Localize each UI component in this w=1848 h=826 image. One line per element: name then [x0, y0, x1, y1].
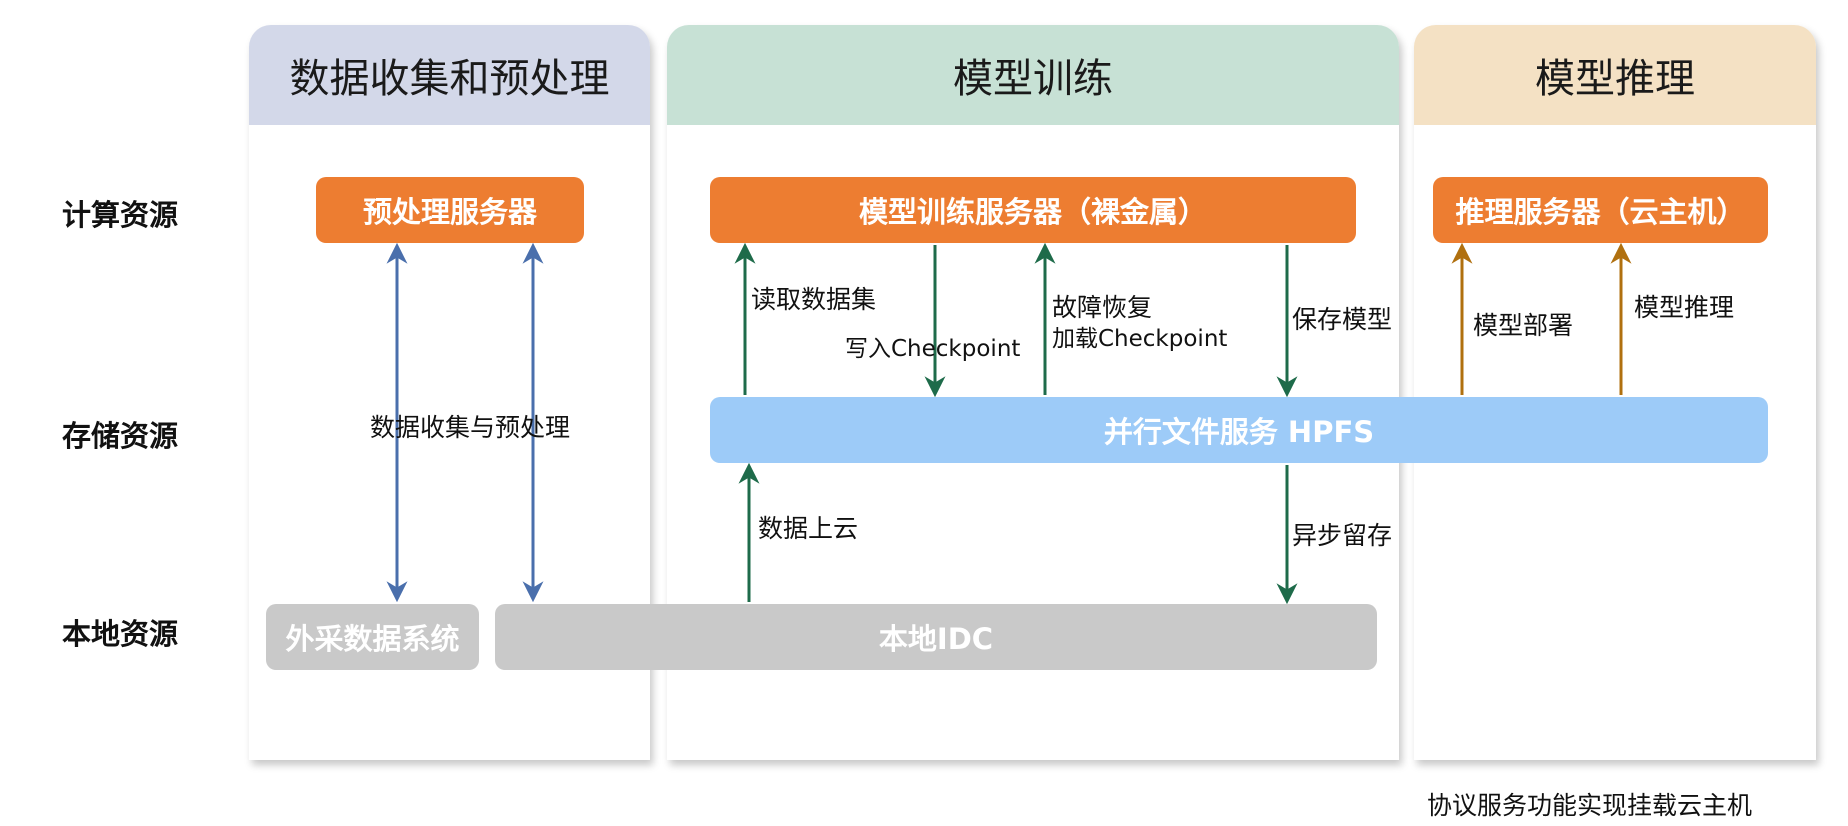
column-header-data-collection: 数据收集和预处理 [249, 25, 650, 125]
row-label-storage: 存储资源 [62, 419, 179, 453]
row-label-local: 本地资源 [62, 617, 179, 651]
local-idc-label: 本地IDC [878, 622, 994, 656]
hpfs-box: 并行文件服务 HPFS [710, 397, 1768, 463]
row-label-compute: 计算资源 [62, 198, 179, 232]
label-collect-preprocess: 数据收集与预处理 [370, 413, 571, 442]
label-async-retention: 异步留存 [1292, 521, 1393, 550]
label-load-checkpoint: 加载Checkpoint [1052, 326, 1228, 352]
label-read-dataset: 读取数据集 [751, 285, 877, 314]
label-fault-recovery: 故障恢复 [1052, 293, 1153, 322]
train-server-box: 模型训练服务器（裸金属） [710, 177, 1356, 243]
column-title-model-inference: 模型推理 [1535, 56, 1695, 102]
train-server-label: 模型训练服务器（裸金属） [858, 195, 1207, 229]
footnote: 协议服务功能实现挂载云主机 [1427, 791, 1753, 820]
label-save-model: 保存模型 [1292, 305, 1393, 334]
label-data-to-cloud: 数据上云 [758, 514, 859, 543]
external-data-label: 外采数据系统 [285, 622, 460, 656]
hpfs-label: 并行文件服务 HPFS [1103, 415, 1375, 449]
infer-server-box: 推理服务器（云主机） [1433, 177, 1768, 243]
preprocess-server-label: 预处理服务器 [362, 195, 537, 229]
column-title-data-collection: 数据收集和预处理 [289, 56, 610, 102]
column-model-inference: 模型推理 [1414, 25, 1816, 760]
label-deploy-model: 模型部署 [1473, 311, 1574, 340]
label-model-inference: 模型推理 [1634, 293, 1735, 322]
label-write-checkpoint: 写入Checkpoint [845, 336, 1021, 362]
external-data-box: 外采数据系统 [266, 604, 479, 670]
infer-server-label: 推理服务器（云主机） [1455, 195, 1746, 229]
column-header-model-training: 模型训练 [667, 25, 1399, 125]
preprocess-server-box: 预处理服务器 [316, 177, 584, 243]
column-title-model-training: 模型训练 [953, 56, 1113, 102]
column-header-model-inference: 模型推理 [1414, 25, 1816, 125]
local-idc-box: 本地IDC [495, 604, 1377, 670]
